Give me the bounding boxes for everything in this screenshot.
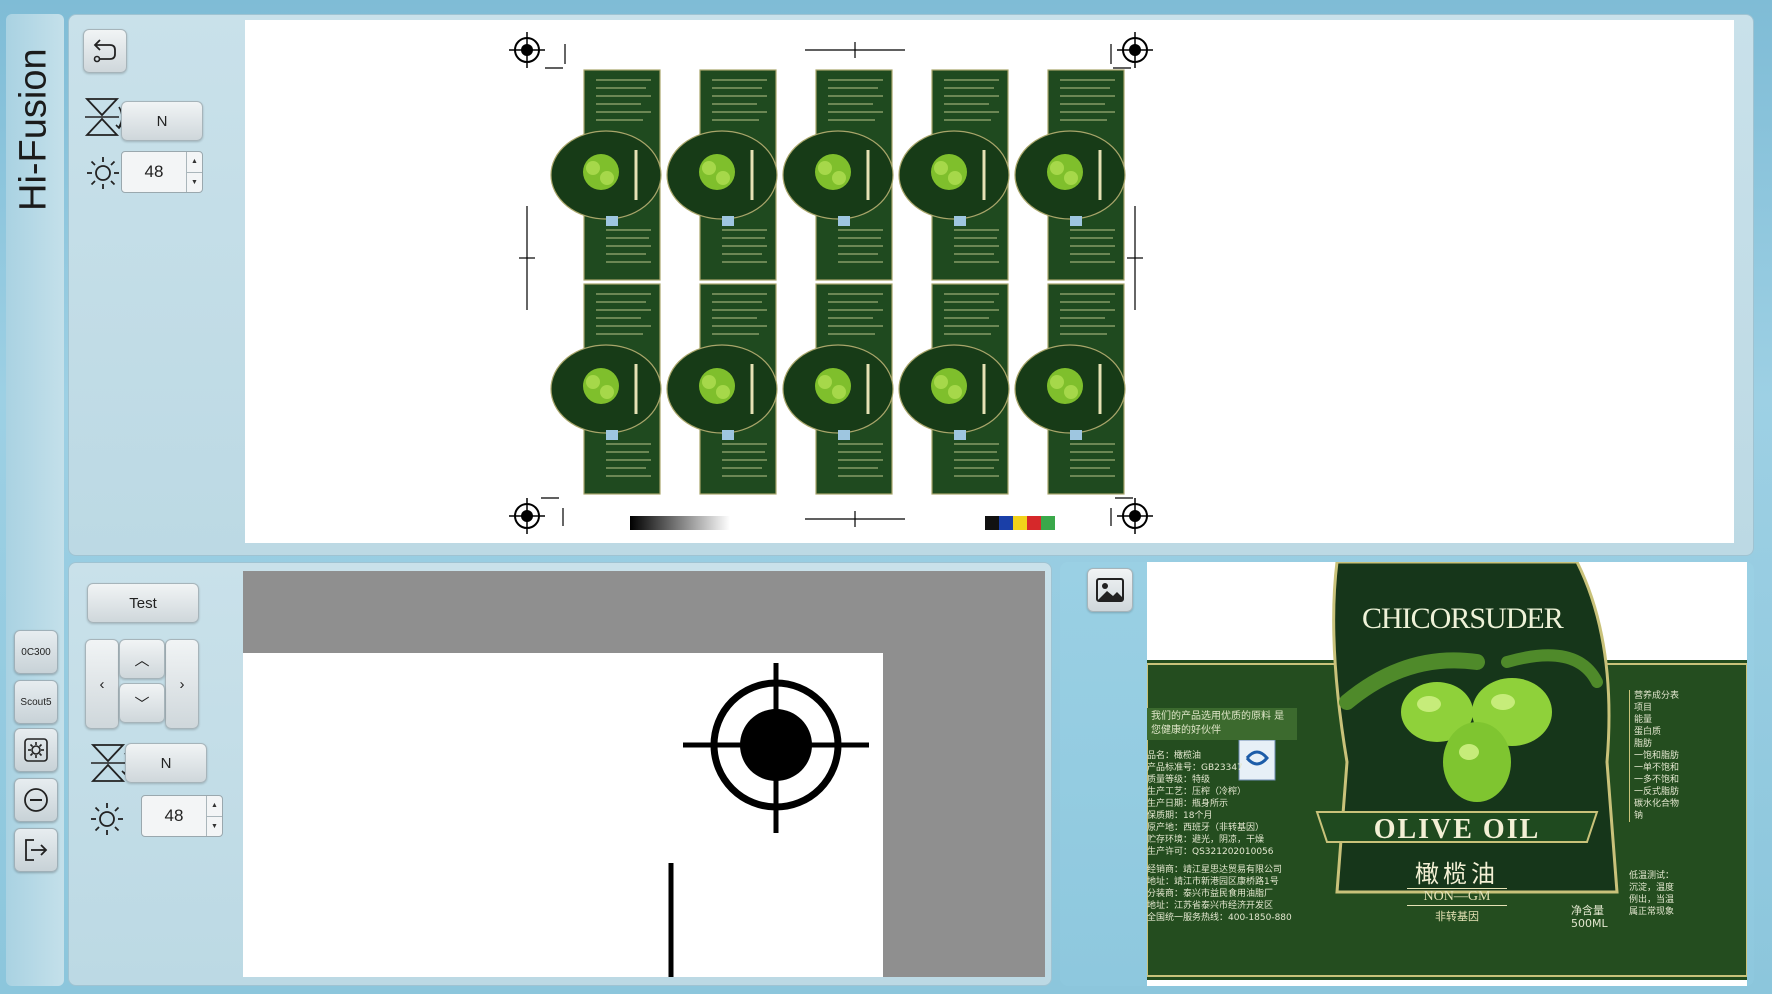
side-notes: 低温测试： 沉淀，温度 例出，当温 属正常现象 bbox=[1629, 871, 1675, 917]
brightness-icon bbox=[91, 803, 123, 835]
move-up-button[interactable]: ︿ bbox=[119, 639, 165, 679]
brightness-value: 48 bbox=[164, 806, 184, 825]
move-down-button[interactable]: ﹀ bbox=[119, 683, 165, 723]
camera-scout5-button[interactable]: Scout5 bbox=[14, 680, 58, 724]
address-list: 经销商：靖江星思达贸易有限公司 地址：靖江市新港园区康桥路1号 分装商：泰兴市益… bbox=[1147, 865, 1292, 923]
product-name-en: OLIVE OIL bbox=[1373, 814, 1541, 845]
nutrition-table: 营养成分表 项目 能量 蛋白质 脂肪 一饱和脂肪 一单不饱和 一多不饱和 一反式… bbox=[1629, 690, 1747, 822]
brightness-stepper[interactable]: 48 ▲ ▼ bbox=[141, 795, 223, 837]
exit-icon bbox=[25, 839, 48, 861]
route-icon bbox=[93, 39, 116, 63]
print-layout-canvas[interactable] bbox=[245, 20, 1734, 543]
spec-list: 品名：橄榄油 产品标准号：GB23347 质量等级：特级 生产工艺：压榨（冷榨）… bbox=[1147, 751, 1274, 857]
product-name-cn: 橄榄油 bbox=[1415, 860, 1499, 888]
non-gm-cn: 非转基因 bbox=[1435, 910, 1479, 923]
minus-circle-icon bbox=[24, 788, 48, 812]
exit-button[interactable] bbox=[14, 828, 58, 872]
tagline: 我们的产品选用优质的原料 是您健康的好伙伴 bbox=[1147, 708, 1297, 740]
minimize-button[interactable] bbox=[14, 778, 58, 822]
registration-mark bbox=[668, 663, 869, 977]
brand-name: CHICORSUDER bbox=[1362, 602, 1564, 635]
label-sheet bbox=[508, 31, 1154, 535]
route-button[interactable] bbox=[83, 29, 127, 73]
brightness-value: 48 bbox=[144, 162, 164, 181]
orientation-n-button[interactable]: N bbox=[121, 101, 203, 141]
label-preview: CHICORSUDER OLIVE OIL 橄榄油 NON—GM 非转基因 我们… bbox=[1147, 562, 1747, 986]
test-button[interactable]: Test bbox=[87, 583, 199, 623]
brightness-stepper[interactable]: 48 ▲ ▼ bbox=[121, 151, 203, 193]
app-title: Hi-Fusion bbox=[12, 48, 55, 212]
stepper-up[interactable]: ▲ bbox=[191, 158, 198, 166]
non-gm-text: NON—GM bbox=[1407, 888, 1507, 906]
brightness-icon bbox=[87, 157, 119, 189]
stepper-down[interactable]: ▼ bbox=[187, 171, 202, 193]
settings-button[interactable] bbox=[14, 728, 58, 772]
sidebar bbox=[6, 14, 64, 986]
stepper-down[interactable]: ▼ bbox=[207, 815, 222, 837]
move-left-button[interactable]: ‹ bbox=[85, 639, 119, 729]
direction-pad: ‹ › ︿ ﹀ bbox=[85, 639, 199, 729]
settings-icon bbox=[24, 738, 48, 762]
flip-mirror-icon[interactable] bbox=[83, 95, 127, 139]
orientation-n-button[interactable]: N bbox=[125, 743, 207, 783]
image-button[interactable] bbox=[1087, 568, 1133, 612]
camera-0c300-button[interactable]: 0C300 bbox=[14, 630, 58, 674]
net-content: 净含量 500ML bbox=[1571, 904, 1608, 930]
stepper-up[interactable]: ▲ bbox=[211, 802, 218, 810]
move-right-button[interactable]: › bbox=[165, 639, 199, 729]
image-icon bbox=[1096, 578, 1124, 602]
camera-view[interactable] bbox=[243, 571, 1045, 977]
